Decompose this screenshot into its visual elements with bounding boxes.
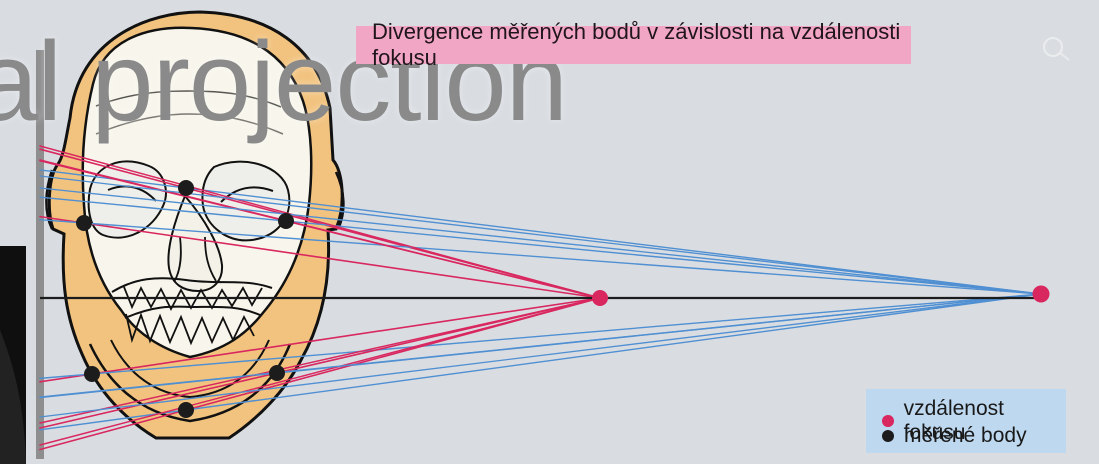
measured-point: [178, 180, 194, 196]
measured-point: [76, 215, 92, 231]
measured-point: [84, 366, 100, 382]
measured-point: [178, 402, 194, 418]
diagram-title: Divergence měřených bodů v závislosti na…: [356, 26, 911, 64]
legend-box: vzdálenost fokusu měřené body: [866, 389, 1066, 453]
measured-point: [269, 365, 285, 381]
far-focus-point: [1033, 286, 1050, 303]
right-orbit: [202, 162, 289, 241]
legend-black-dot: [882, 430, 894, 442]
near-focus-point: [592, 290, 608, 306]
title-text: Divergence měřených bodů v závislosti na…: [372, 19, 911, 71]
legend-item-points: měřené body: [882, 424, 1027, 448]
measured-point: [278, 213, 294, 229]
legend-label-points: měřené body: [904, 424, 1027, 448]
